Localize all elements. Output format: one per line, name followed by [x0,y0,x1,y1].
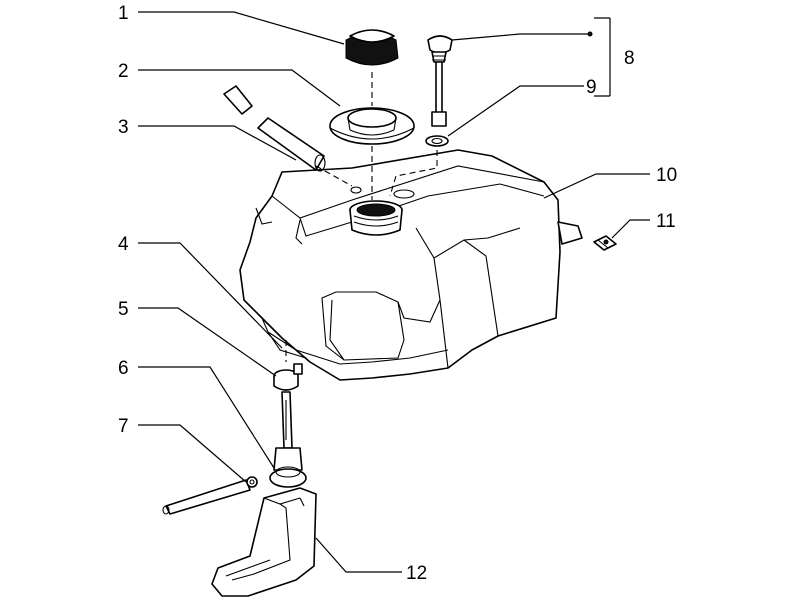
clip-nut [593,235,617,251]
assembly-lines [285,72,438,362]
level-gauge [427,35,453,127]
fuel-hose [162,476,258,515]
label-8: 8 [624,48,635,69]
fuel-tap [269,391,307,488]
label-10: 10 [656,165,677,186]
fuel-tank [239,149,583,381]
label-5: 5 [118,299,129,320]
label-7: 7 [118,416,129,437]
filler-boot [329,107,415,145]
clamp [273,363,303,391]
label-1: 1 [118,3,129,24]
label-12: 12 [406,563,427,584]
label-11: 11 [656,211,676,232]
part-labels: 1 2 3 4 5 6 7 8 9 10 11 12 [118,3,677,584]
breather-hose [223,85,326,172]
fuel-cap [345,29,399,66]
label-6: 6 [118,358,129,379]
label-3: 3 [118,117,129,138]
label-9: 9 [586,77,597,98]
label-2: 2 [118,61,129,82]
bracket [211,487,317,597]
label-4: 4 [118,234,129,255]
gauge-gasket [425,135,449,147]
leader-lines [138,11,650,573]
